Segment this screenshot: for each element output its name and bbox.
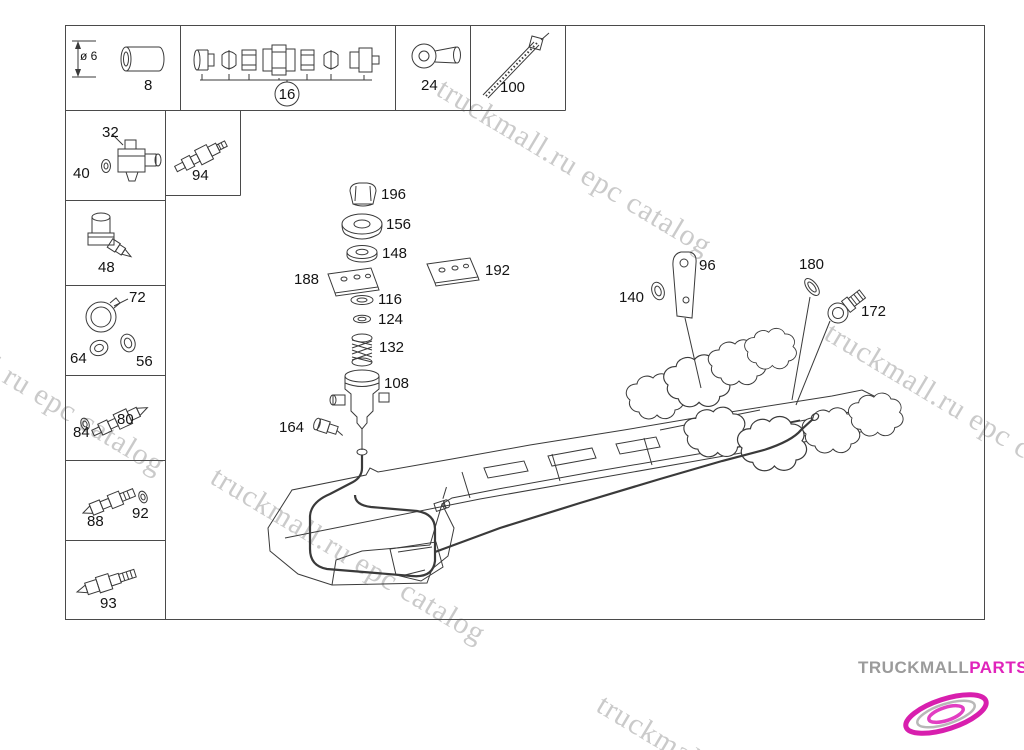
thumb-ring-64 <box>89 339 109 357</box>
part-140 <box>651 281 665 301</box>
legend-grid <box>65 25 985 620</box>
part-164 <box>313 417 344 436</box>
part-label-8[interactable]: 8 <box>144 77 153 94</box>
part-label-72[interactable]: 72 <box>129 289 146 306</box>
thumb-cable-tie-100 <box>482 32 550 99</box>
thumb-fitting-80 <box>91 406 149 437</box>
pipe-fitting <box>433 486 451 512</box>
part-label-116[interactable]: 116 <box>378 291 402 308</box>
part-label-140[interactable]: 140 <box>619 289 645 306</box>
thumb-ring-92 <box>138 490 148 504</box>
part-label-96[interactable]: 96 <box>699 257 716 274</box>
part-172 <box>827 289 867 324</box>
valve-stack <box>327 182 480 456</box>
part-label-188[interactable]: 188 <box>294 271 320 288</box>
leader-172 <box>795 320 831 406</box>
dimension-label: ø 6 <box>80 49 98 63</box>
part-label-84[interactable]: 84 <box>73 424 90 441</box>
part-label-16[interactable]: 16 <box>278 86 296 103</box>
part-label-88[interactable]: 88 <box>87 513 104 530</box>
part-label-40[interactable]: 40 <box>73 165 90 182</box>
part-label-108[interactable]: 108 <box>384 375 410 392</box>
part-label-56[interactable]: 56 <box>136 353 153 370</box>
part-96 <box>672 251 702 389</box>
part-label-196[interactable]: 196 <box>381 186 407 203</box>
thumb-elbow-48 <box>87 212 133 258</box>
thumb-sleeve-8 <box>72 40 165 78</box>
thumb-ring-84 <box>80 417 90 431</box>
part-label-80[interactable]: 80 <box>117 411 134 428</box>
thumb-fitting-93 <box>75 568 137 596</box>
leader-180 <box>791 296 811 401</box>
part-label-132[interactable]: 132 <box>379 339 405 356</box>
chassis-frame <box>267 389 887 586</box>
part-label-93[interactable]: 93 <box>100 595 117 612</box>
thumb-clamp-72 <box>85 297 129 333</box>
brake-pipe <box>308 412 820 578</box>
thumb-fittings-16 <box>193 44 380 107</box>
part-label-156[interactable]: 156 <box>386 216 412 233</box>
part-label-180[interactable]: 180 <box>799 256 825 273</box>
site-logo[interactable]: TRUCKMALLPARTS <box>858 658 1024 678</box>
part-label-94[interactable]: 94 <box>192 167 209 184</box>
part-label-100[interactable]: 100 <box>500 79 526 96</box>
thumb-eyelet-24 <box>411 43 461 69</box>
part-label-24[interactable]: 24 <box>421 77 438 94</box>
part-label-124[interactable]: 124 <box>378 311 404 328</box>
part-label-48[interactable]: 48 <box>98 259 115 276</box>
thumb-fitting-94 <box>173 140 228 173</box>
part-label-192[interactable]: 192 <box>485 262 511 279</box>
logo-text-gray: TRUCKMALL <box>858 658 970 677</box>
thumb-valve-32 <box>101 133 162 182</box>
part-label-92[interactable]: 92 <box>132 505 149 522</box>
part-180 <box>804 278 820 296</box>
part-label-172[interactable]: 172 <box>861 303 887 320</box>
part-label-32[interactable]: 32 <box>102 124 119 141</box>
thumb-fitting-88 <box>81 488 137 516</box>
logo-text-pink: PARTS <box>969 658 1024 677</box>
part-label-148[interactable]: 148 <box>382 245 408 262</box>
logo-swirl-icon <box>903 692 989 736</box>
part-label-64[interactable]: 64 <box>70 350 87 367</box>
part-label-164[interactable]: 164 <box>279 419 305 436</box>
thumb-ring-56 <box>120 333 136 353</box>
